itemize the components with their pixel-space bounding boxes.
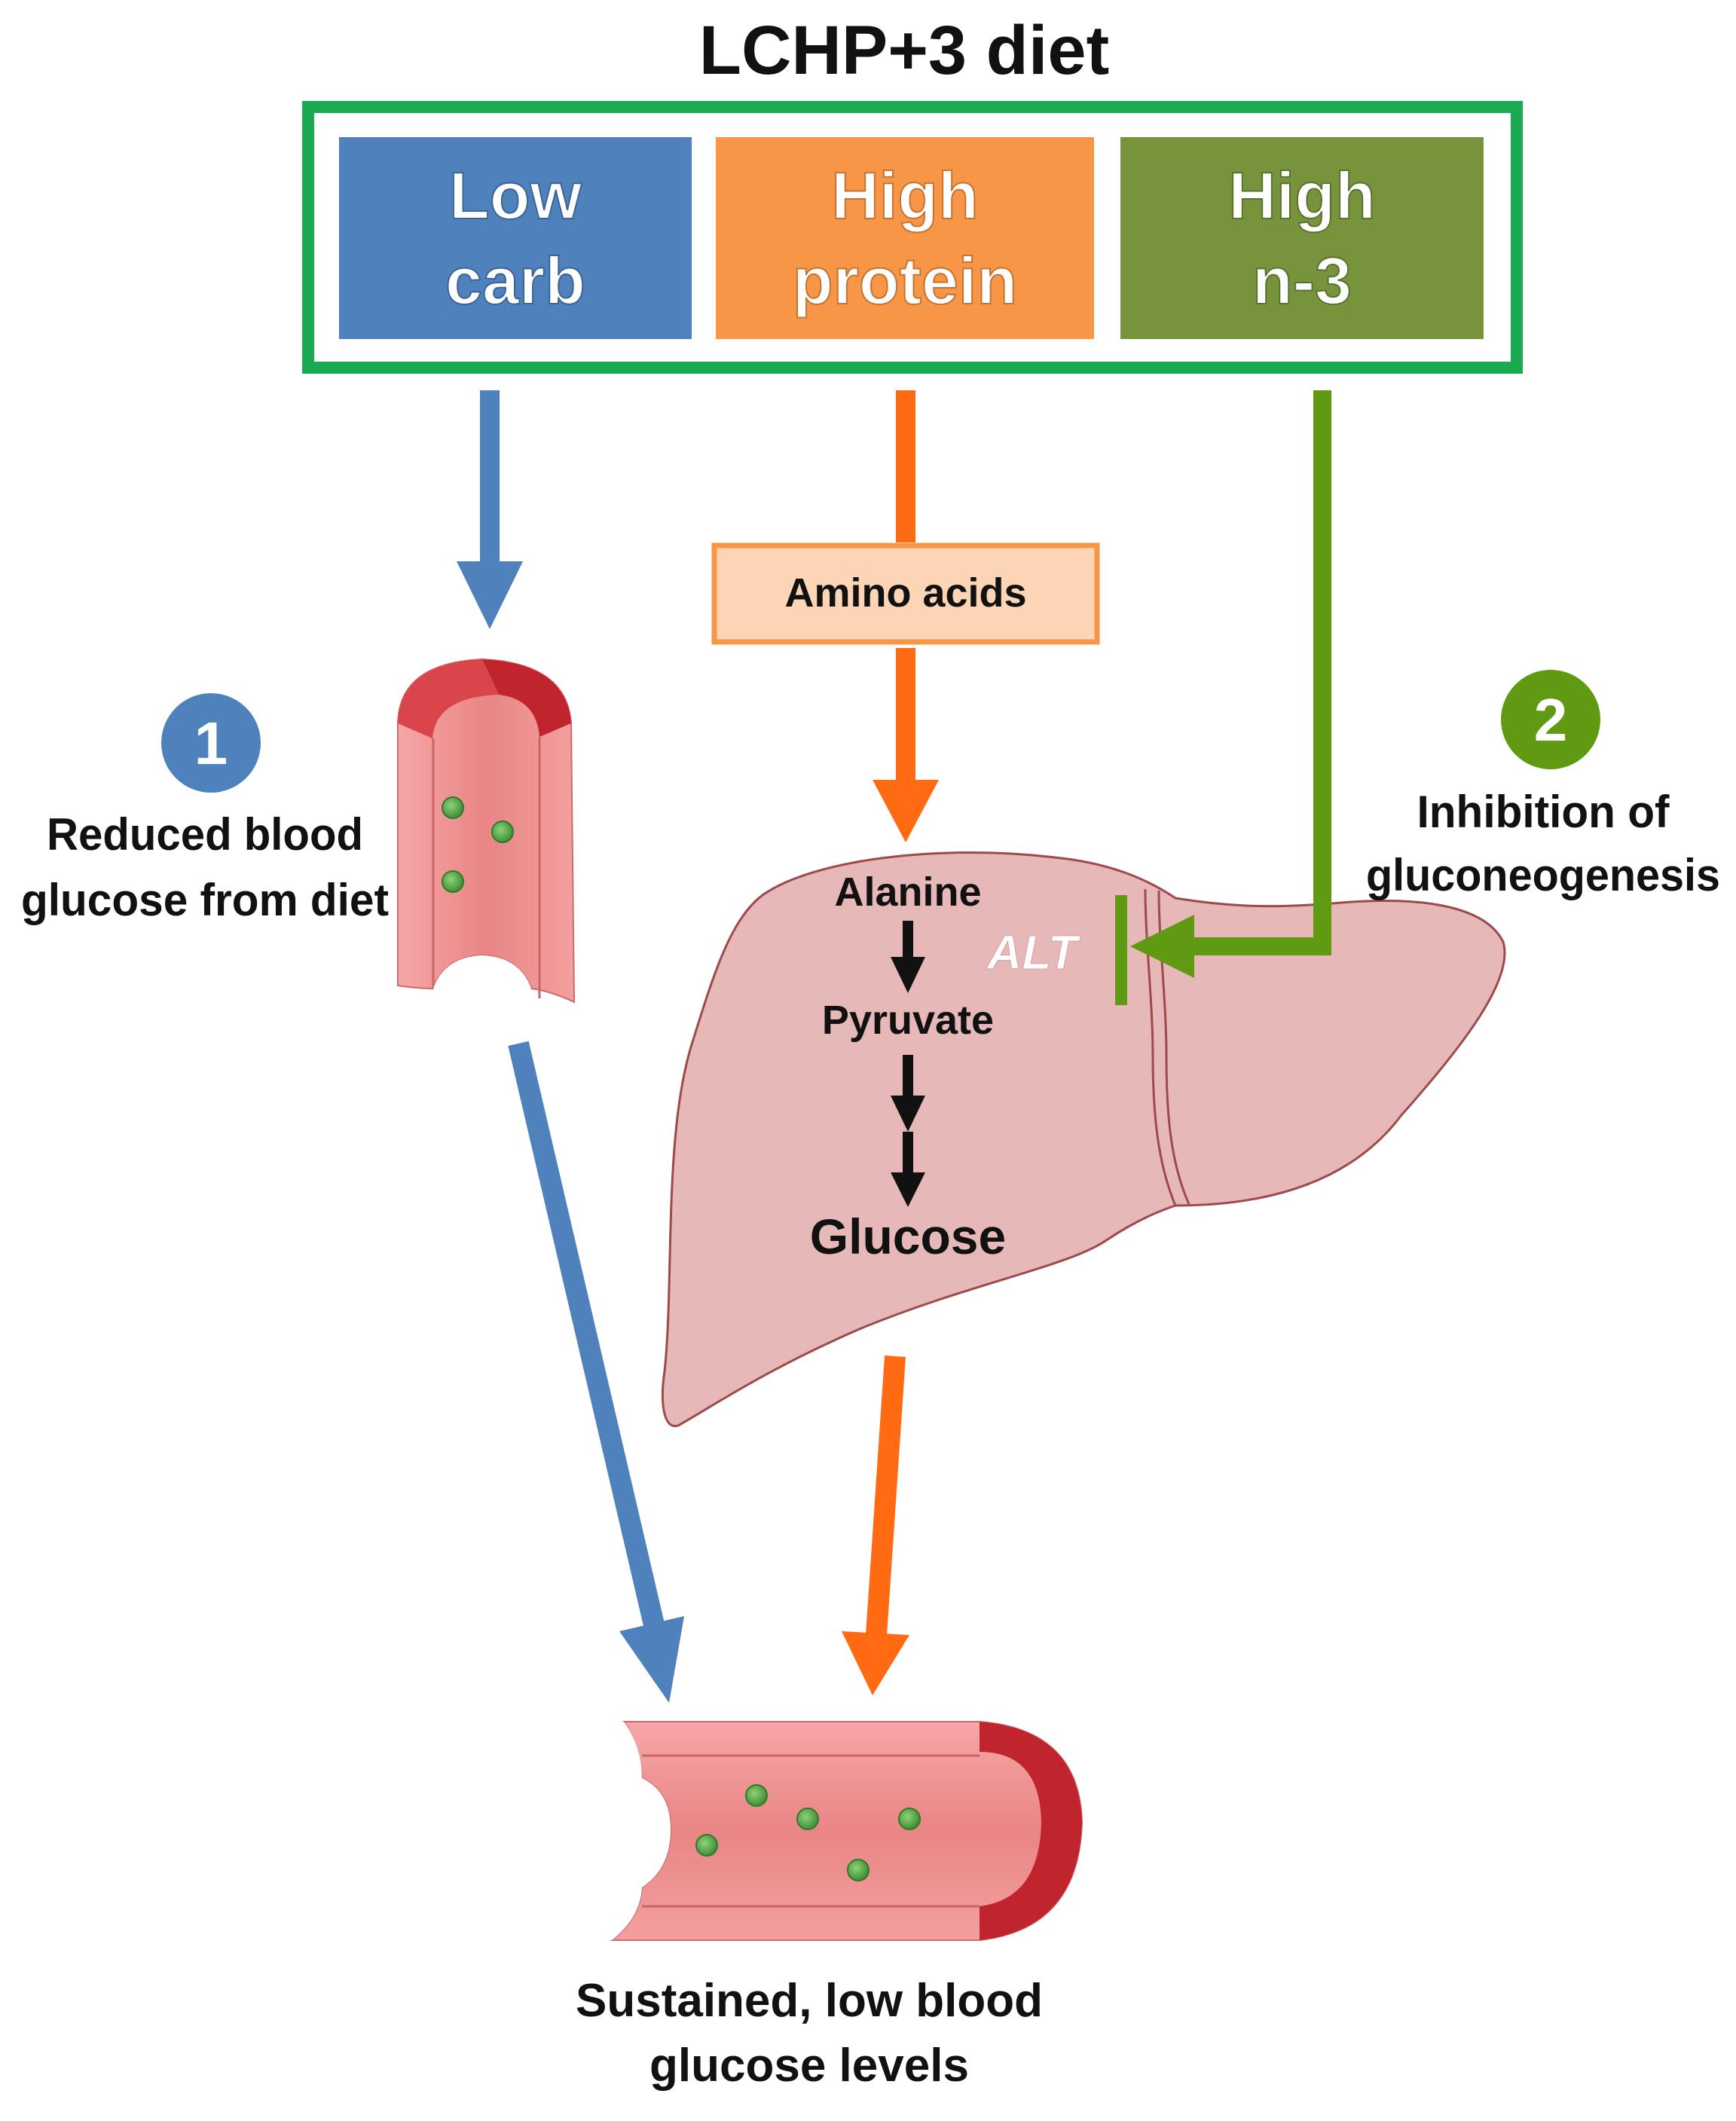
diagram-title: LCHP+3 diet: [699, 12, 1109, 89]
amino-acids-label: Amino acids: [784, 570, 1026, 616]
blood-vessel-icon: [397, 658, 576, 1004]
glucose-molecule-icon: [745, 1784, 768, 1807]
glucose-molecule-icon: [442, 796, 464, 819]
marker-1-line2: glucose from diet: [21, 875, 389, 925]
pathway-glucose: Glucose: [810, 1209, 1006, 1264]
glucose-molecule-icon: [491, 821, 514, 843]
marker-1-number: 1: [194, 710, 228, 777]
component-low-carb: Low carb: [339, 137, 692, 339]
component-high-protein: High protein: [716, 137, 1094, 339]
component-high-n3-line1: High: [1228, 158, 1376, 233]
pathway-arrow-1: [891, 921, 925, 993]
liver-glucose-arrow: [842, 1355, 909, 1695]
marker-2: 2: [1501, 670, 1600, 769]
marker-2-line1: Inhibition of: [1417, 787, 1670, 837]
component-low-carb-line2: carb: [445, 243, 585, 318]
glucose-molecule-icon: [847, 1859, 870, 1881]
glucose-molecule-icon: [442, 870, 464, 893]
pathway-arrow-2: [891, 1055, 925, 1207]
marker-1: 1: [161, 693, 261, 793]
glucose-molecule-icon: [796, 1808, 819, 1830]
marker-2-number: 2: [1534, 686, 1568, 753]
pathway-alanine: Alanine: [834, 869, 981, 915]
outcome-line1: Sustained, low blood: [576, 1975, 1043, 2027]
marker-2-line2: gluconeogenesis: [1366, 850, 1720, 900]
protein-arrow: [873, 390, 939, 842]
component-high-protein-line2: protein: [793, 243, 1017, 318]
vessel-top-glucose: [442, 796, 514, 893]
component-low-carb-line1: Low: [449, 158, 582, 233]
vessel-bottom-glucose: [695, 1784, 921, 1881]
low-carb-arrow: [457, 390, 523, 629]
component-high-protein-line1: High: [831, 158, 979, 233]
blood-vessel-icon: [603, 1721, 1083, 1941]
component-high-n3-line2: n-3: [1252, 243, 1352, 318]
liver-icon: [661, 851, 1506, 1428]
glucose-molecule-icon: [898, 1808, 921, 1830]
marker-1-line1: Reduced blood: [47, 809, 363, 860]
outcome-line2: glucose levels: [649, 2040, 969, 2092]
amino-acids-box: Amino acids: [711, 542, 1100, 645]
pathway-pyruvate: Pyruvate: [822, 998, 994, 1043]
component-high-n3: High n-3: [1120, 137, 1484, 339]
n3-inhibition-arrow: [1115, 390, 1331, 1005]
blood-glucose-arrow: [508, 1041, 684, 1703]
enzyme-alt-label: ALT: [986, 925, 1081, 980]
glucose-molecule-icon: [695, 1834, 718, 1857]
